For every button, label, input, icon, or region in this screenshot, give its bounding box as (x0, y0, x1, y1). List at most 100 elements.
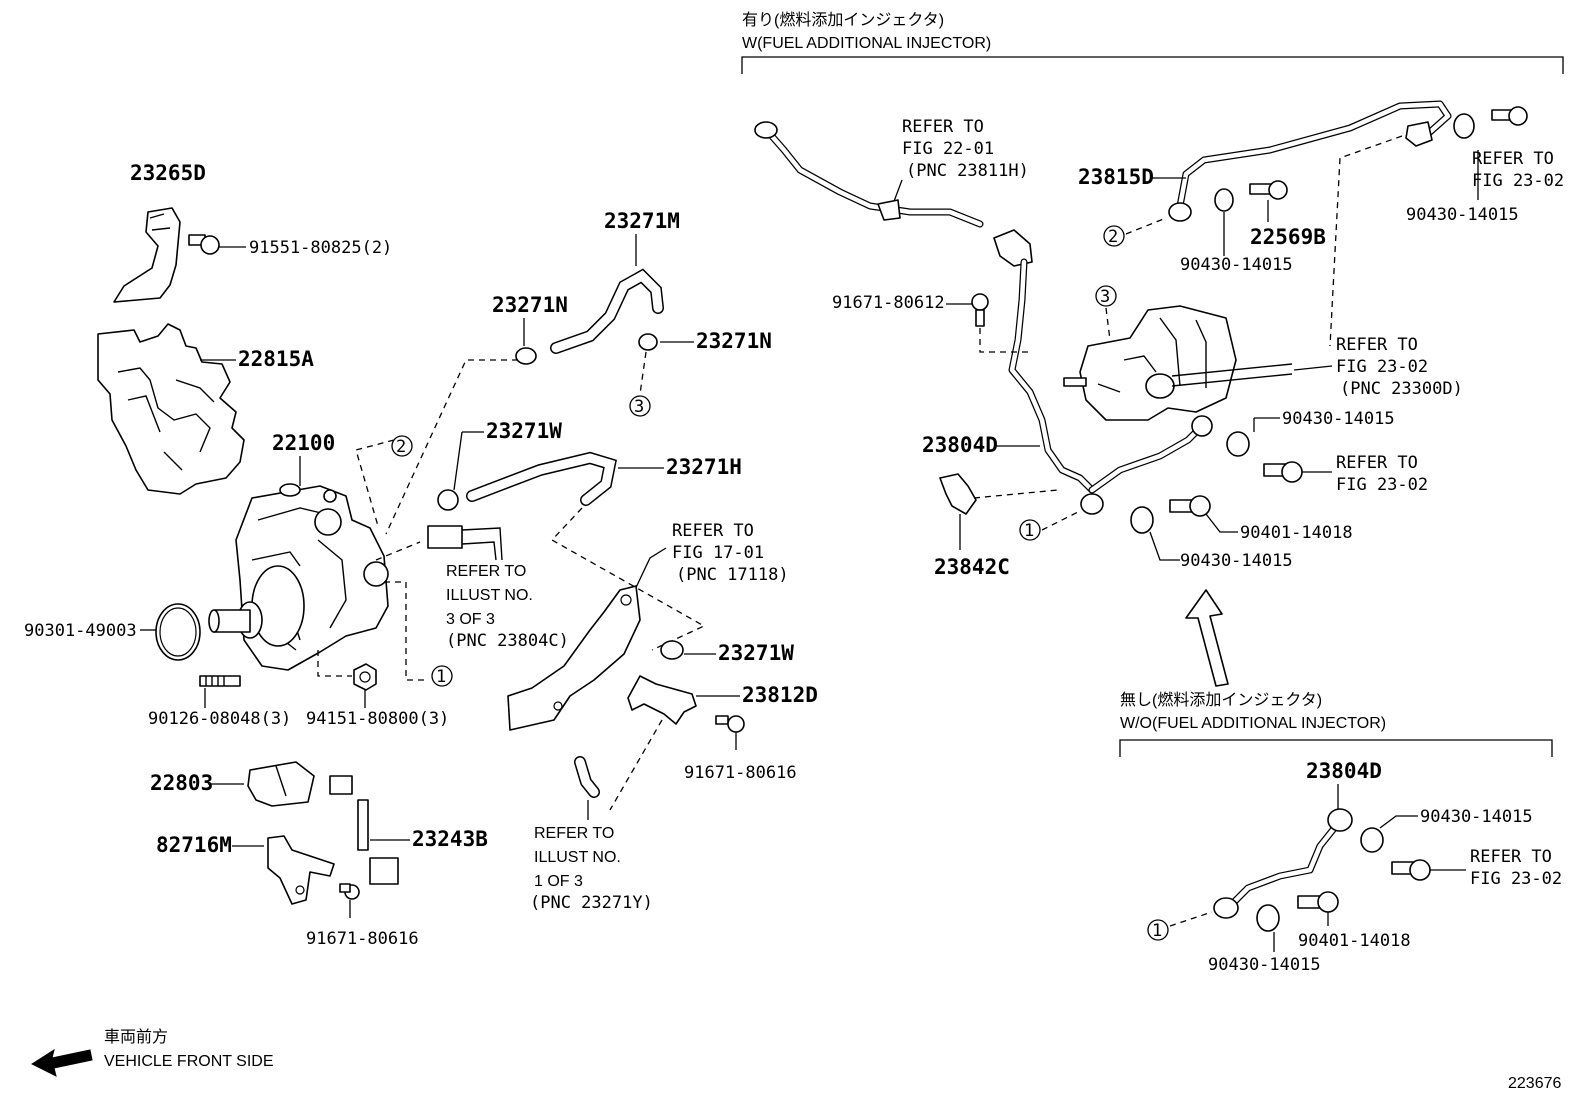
ref-circle-2-right-text: 2 (1108, 227, 1118, 247)
with-injector-jp: 有り(燃料添加インジェクタ) (742, 11, 944, 29)
label-91551-80825: 91551-80825(2) (249, 238, 392, 258)
label-23271W-b: 23271W (718, 641, 794, 665)
label-90430-14015-a: 90430-14015 (1180, 255, 1293, 275)
dash-ref2-pump (355, 439, 395, 527)
bolt-91671-left-shank (339, 883, 351, 893)
leader-90430-d (1149, 531, 1180, 561)
part-90430-14015-a: 90430-14015 (1180, 188, 1293, 275)
part-90430-14015-b: 90430-14015 (1406, 106, 1528, 225)
with-injector-en: W(FUEL ADDITIONAL INJECTOR) (742, 35, 991, 52)
without-injector-bracket (1119, 739, 1553, 757)
bolt-91551-head (200, 235, 220, 255)
dash-hose-bracket (550, 507, 706, 651)
clip-23271W-b (660, 640, 684, 660)
bolt-90401-a-head (1189, 495, 1211, 517)
label-90301-49003: 90301-49003 (24, 621, 137, 641)
bolt-d-head (1409, 859, 1431, 881)
refer-fig-1701-line1: REFER TO (672, 521, 754, 541)
bracket-23812D (627, 675, 697, 725)
refer-illust-1-line3: 1 OF 3 (534, 873, 583, 890)
pipe-23804D-without-line (1228, 822, 1340, 908)
bolt-refer-fig-2302-d: REFER TO FIG 23-02 (1391, 847, 1562, 889)
dash-23815D-injector (1329, 135, 1403, 347)
refer-illust-3-block: REFER TO ILLUST NO. 3 OF 3 (PNC 23804C) (446, 563, 569, 651)
part-23804D-without: 23804D (1213, 759, 1382, 919)
pipe-23804D-with-banjo (1191, 415, 1213, 437)
dash-pump-nut (317, 650, 352, 677)
label-23271W-a: 23271W (486, 419, 562, 443)
dash-ref3-right (1105, 307, 1111, 341)
leader-fig1701 (631, 547, 667, 597)
label-82716M: 82716M (156, 833, 232, 857)
refer-fig-1701-line2: FIG 17-01 (672, 543, 764, 563)
gasket-90430-a (1214, 188, 1234, 212)
ref-circle-3-mid (629, 395, 651, 417)
label-90126-08048: 90126-08048(3) (148, 709, 291, 729)
stud-thread (205, 676, 225, 686)
pipe-23804D-without-end (1213, 897, 1239, 919)
part-23271N-a: 23271N (492, 293, 568, 365)
bracket-hole (295, 885, 305, 895)
pipe-23815D-fitting (1405, 121, 1433, 147)
front-arrow-icon (30, 1048, 93, 1077)
label-23265D: 23265D (130, 161, 206, 185)
leader-90401-a (1205, 513, 1238, 533)
refer-illust-1-line1: REFER TO (534, 825, 614, 842)
pipe-23811H-inner (767, 131, 983, 227)
dash-23842C (973, 489, 1059, 499)
gasket-90430-f (1256, 904, 1280, 932)
refer-fig-2302-b-line2: FIG 23-02 (1336, 357, 1428, 377)
refer-fig-2302-b-line3: (PNC 23300D) (1340, 379, 1463, 399)
dash-ref1-bottom (1169, 911, 1213, 927)
pipe-23804D-with-inner (1009, 259, 1095, 493)
ref-circle-2-left-text: 2 (396, 437, 406, 457)
nut-hole (359, 671, 371, 683)
without-injector-jp: 無し(燃料添加インジェクタ) (1120, 691, 1322, 709)
bolt-refer-fig-2302-c: REFER TO FIG 23-02 (1263, 453, 1428, 495)
pump-top-bolt (323, 489, 337, 503)
sensor-detail (275, 765, 287, 797)
bolt-91671-mid-head (727, 715, 745, 733)
label-91671-80616-mid: 91671-80616 (684, 763, 797, 783)
refer-fig-2302-a-line1: REFER TO (1472, 149, 1554, 169)
ref-circle-2-right (1103, 225, 1125, 247)
pipe-23815D-end (1168, 202, 1192, 222)
label-23812D: 23812D (742, 683, 818, 707)
refer-fig-2302-a-line2: FIG 23-02 (1472, 171, 1564, 191)
label-23804D-with: 23804D (922, 433, 998, 457)
cover-22815A (97, 323, 245, 495)
leader-23271W-a (453, 431, 463, 491)
refer-illust-3-line1: REFER TO (446, 563, 526, 580)
refer-fig-2201-block: REFER TO FIG 22-01 (PNC 23811H) (889, 117, 1029, 213)
label-23804D-without: 23804D (1306, 759, 1382, 783)
transition-arrow (1185, 589, 1229, 687)
part-23271W-a: 23271W (437, 419, 562, 511)
refer-fig-2201-line2: FIG 22-01 (902, 139, 994, 159)
part-90430-14015-f: 90430-14015 (1208, 904, 1321, 975)
refer-illust-3-line4: (PNC 23804C) (446, 631, 569, 651)
dash-23812D-hose (609, 719, 663, 811)
refer-fig-1701-block: REFER TO FIG 17-01 (PNC 17118) (672, 521, 789, 585)
part-23815D: 23815D (1078, 100, 1452, 222)
pipe-fitting (427, 525, 463, 549)
hose-end-inner (575, 757, 599, 797)
pipe-23804D-without-banjo (1327, 808, 1353, 832)
label-23842C: 23842C (934, 555, 1010, 579)
dash-pump-ref1 (384, 581, 428, 681)
refer-fig-2302-d-line2: FIG 23-02 (1470, 869, 1562, 889)
part-23271M: 23271M (550, 209, 680, 354)
part-91671-80612: 91671-80612 (832, 293, 1030, 353)
gasket-90430-b (1453, 113, 1475, 139)
pipe-line (461, 527, 503, 561)
pipe-23804D-fitting-top (993, 229, 1033, 267)
bracket-17118 (507, 585, 641, 731)
refer-fig-2201-line3: (PNC 23811H) (906, 161, 1029, 181)
refer-fig-2302-b-line1: REFER TO (1336, 335, 1418, 355)
ref-circle-1-left (431, 665, 453, 687)
bracket-82716M (267, 835, 335, 905)
bracket-23265D (113, 207, 181, 303)
o-ring-inner (159, 607, 197, 657)
refer-fig-1701-line3: (PNC 17118) (676, 565, 789, 585)
hose-end-refer-1: REFER TO ILLUST NO. 1 OF 3 (PNC 23271Y) (530, 756, 653, 913)
bolt-91671-mid-shank (715, 715, 729, 725)
